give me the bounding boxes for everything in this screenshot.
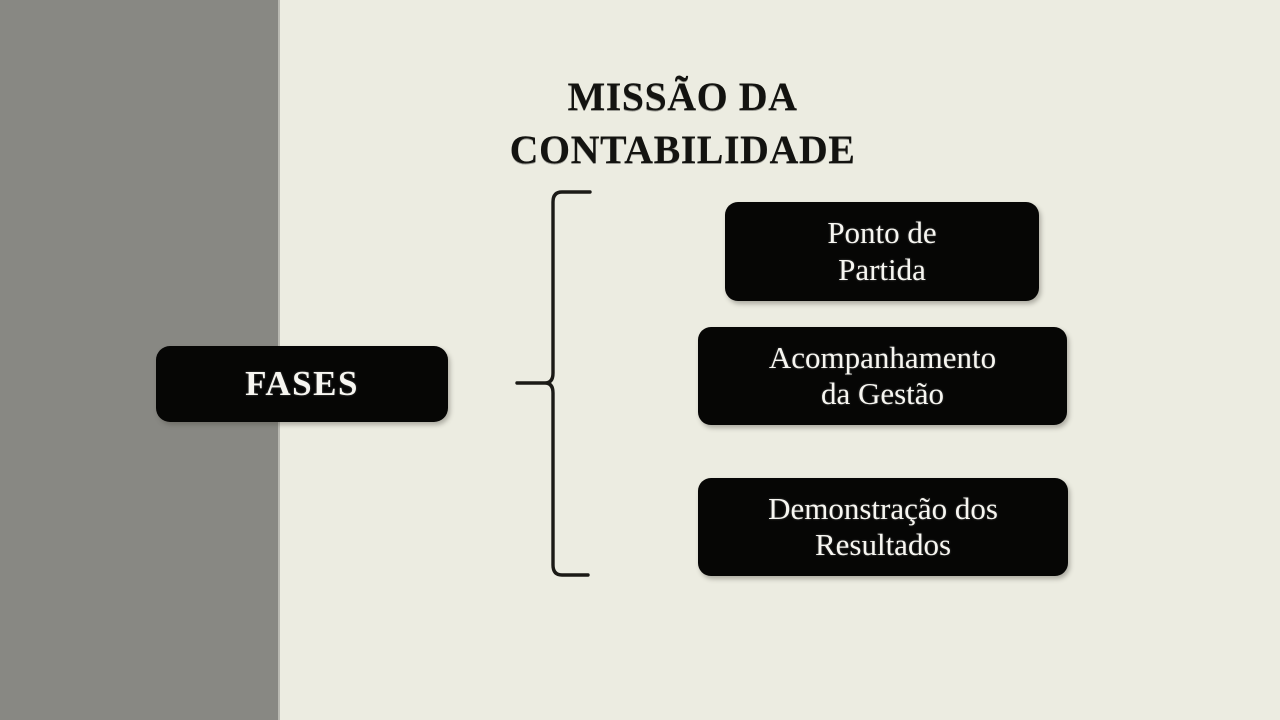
phase-label-line-2: da Gestão (820, 376, 945, 411)
group-label-text: FASES (245, 363, 359, 403)
page-title-line-2: CONTABILIDADE (509, 127, 856, 172)
curly-brace-icon (515, 190, 592, 577)
phase-label-line-2: Resultados (814, 527, 952, 562)
phase-label-line-1: Ponto de (827, 215, 937, 251)
phase-label-line-2: Partida (838, 251, 926, 287)
page-title: MISSÃO DA CONTABILIDADE (430, 70, 935, 176)
group-label-box-fases[interactable]: FASES (156, 346, 448, 422)
page-title-line-1: MISSÃO DA (567, 74, 798, 119)
phase-label-line-1: Acompanhamento (768, 339, 997, 375)
phase-label-line-1: Demonstração dos (768, 490, 998, 526)
